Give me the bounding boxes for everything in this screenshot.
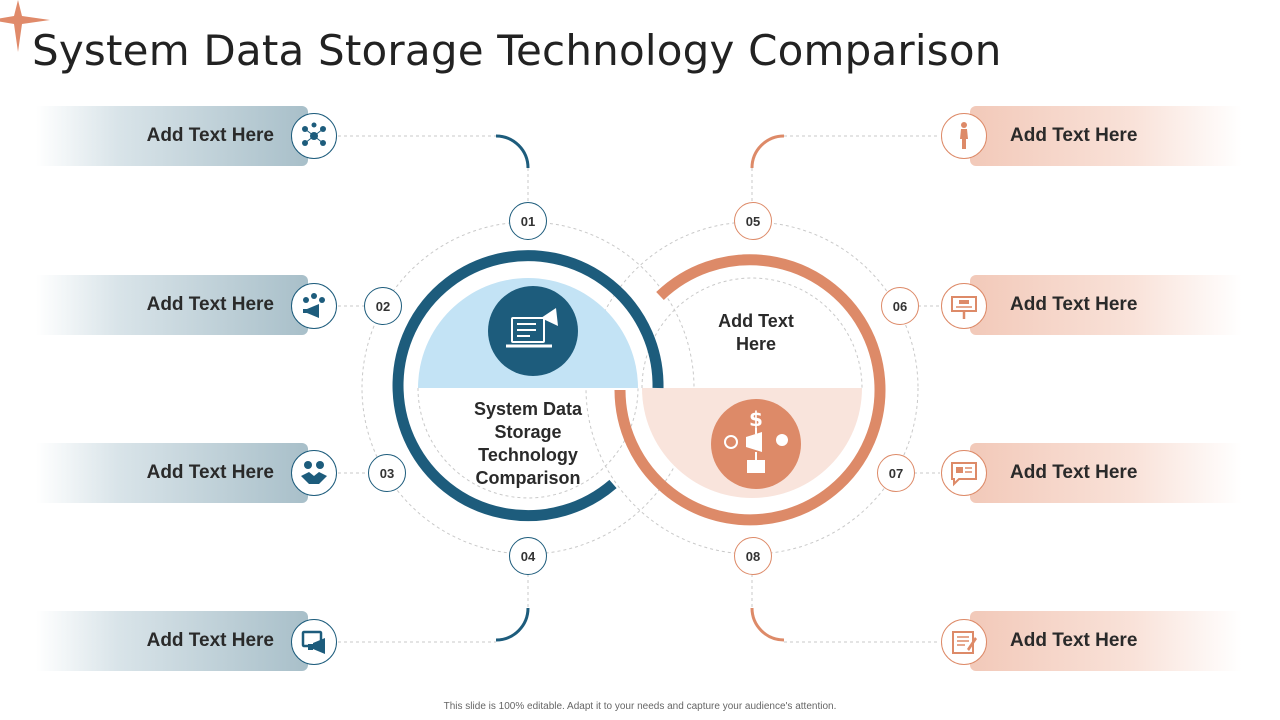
left-main-arc: [392, 250, 664, 522]
social-network-icon: [291, 113, 337, 159]
step-number-01: 01: [509, 202, 547, 240]
right-main-arc: [614, 254, 886, 526]
step-number-08: 08: [734, 537, 772, 575]
marketing-funnel-icon: $: [711, 399, 801, 489]
footer-note: This slide is 100% editable. Adapt it to…: [443, 701, 837, 712]
step-number-04: 04: [509, 537, 547, 575]
chat-image-icon: [941, 450, 987, 496]
step-number-02: 02: [364, 287, 402, 325]
right-bar-8-label: Add Text Here: [1010, 630, 1138, 651]
right-bar-6-label: Add Text Here: [1010, 294, 1138, 315]
document-pen-icon: [941, 619, 987, 665]
center-right-text: Add Text Here: [718, 311, 794, 354]
left-bar-1: Add Text Here: [36, 106, 308, 166]
handshake-icon: [291, 450, 337, 496]
left-bar-3: Add Text Here: [36, 443, 308, 503]
presentation-megaphone-icon: [291, 619, 337, 665]
accent-arc-01: [495, 134, 530, 169]
right-bar-8: Add Text Here: [970, 611, 1242, 671]
right-bar-5: Add Text Here: [970, 106, 1242, 166]
billboard-icon: [941, 283, 987, 329]
step-number-06: 06: [881, 287, 919, 325]
left-bar-2: Add Text Here: [36, 275, 308, 335]
right-bar-6: Add Text Here: [970, 275, 1242, 335]
accent-arc-08: [750, 607, 785, 642]
accent-arc-05: [750, 134, 785, 169]
page-title: System Data Storage Technology Compariso…: [32, 26, 1002, 75]
accent-arc-04: [495, 607, 530, 642]
svg-text:$: $: [749, 407, 763, 431]
laptop-megaphone-icon: [488, 286, 578, 376]
person-icon: [941, 113, 987, 159]
right-bar-5-label: Add Text Here: [1010, 125, 1138, 146]
left-bar-4-label: Add Text Here: [146, 630, 274, 651]
center-left-text: System Data Storage Technology Compariso…: [473, 399, 583, 488]
right-bar-7-label: Add Text Here: [1010, 462, 1138, 483]
team-megaphone-icon: [291, 283, 337, 329]
left-bar-3-label: Add Text Here: [146, 462, 274, 483]
left-bar-2-label: Add Text Here: [146, 294, 274, 315]
step-number-07: 07: [877, 454, 915, 492]
step-number-05: 05: [734, 202, 772, 240]
left-bar-4: Add Text Here: [36, 611, 308, 671]
step-number-03: 03: [368, 454, 406, 492]
right-bar-7: Add Text Here: [970, 443, 1242, 503]
left-bar-1-label: Add Text Here: [146, 125, 274, 146]
